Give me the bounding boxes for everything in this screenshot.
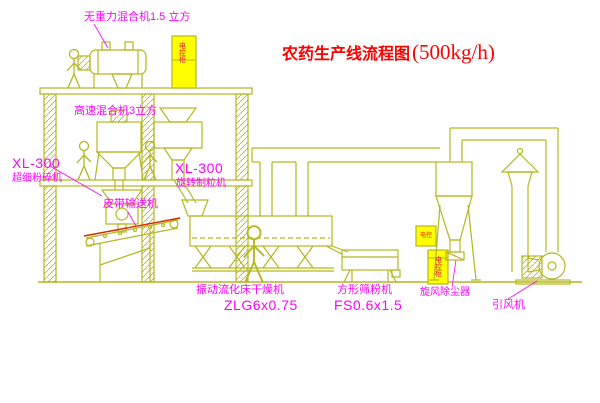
label-left-model: XL-300 [12,155,61,171]
label-left-name: 超细粉碎机 [12,173,62,184]
fluid-bed-dryer [181,147,440,272]
high-speed-mixer-machine [94,109,144,181]
control-cabinet-3 [427,249,449,285]
label-cyclone: 旋风除尘器 [420,287,470,298]
cabinet-3-text: 电控柜 [434,256,442,277]
cabinet-1-text: 电控柜 [178,42,186,63]
label-fan: 引风机 [492,299,525,311]
title-text: 农药生产线流程图 [282,46,411,63]
person-icon [66,48,82,89]
belt-conveyor [85,219,179,282]
square-sieve [341,249,401,283]
label-high-speed-mixer: 高速混合机3立方 [74,105,158,117]
fan-motor [521,255,543,279]
exhaust-stack [500,147,540,272]
column [43,185,57,283]
control-cabinet-2 [415,225,437,247]
label-center-name: 旋转制粒机 [176,178,226,189]
label-dryer-model: ZLG6x0.75 [224,297,298,313]
label-dryer-name: 振动流化床干燥机 [196,284,284,296]
person-icon [76,140,92,181]
granulator-machine [153,107,203,204]
label-sieve-model: FS0.6x1.5 [334,297,403,313]
label-belt-conveyor: 皮带输送机 [103,198,158,210]
cyclone-separator [429,127,559,281]
column [43,93,57,181]
pulverizer-machine [100,180,144,233]
label-center-model: XL-300 [175,160,224,176]
control-cabinet-1 [171,35,197,89]
belt-line [83,217,181,237]
title-capacity: (500kg/h) [412,40,495,64]
label-top-mixer: 无重力混合机1.5 立方 [84,11,191,23]
column [235,93,249,181]
cabinet-2-text: 电控 [420,233,433,239]
leader-lines [49,23,538,300]
label-sieve-name: 方形筛粉机 [337,284,392,296]
induced-draft-fan [515,252,571,285]
top-mixer-machine [77,41,147,89]
diagram-title: 农药生产线流程图(500kg/h) [282,42,495,63]
